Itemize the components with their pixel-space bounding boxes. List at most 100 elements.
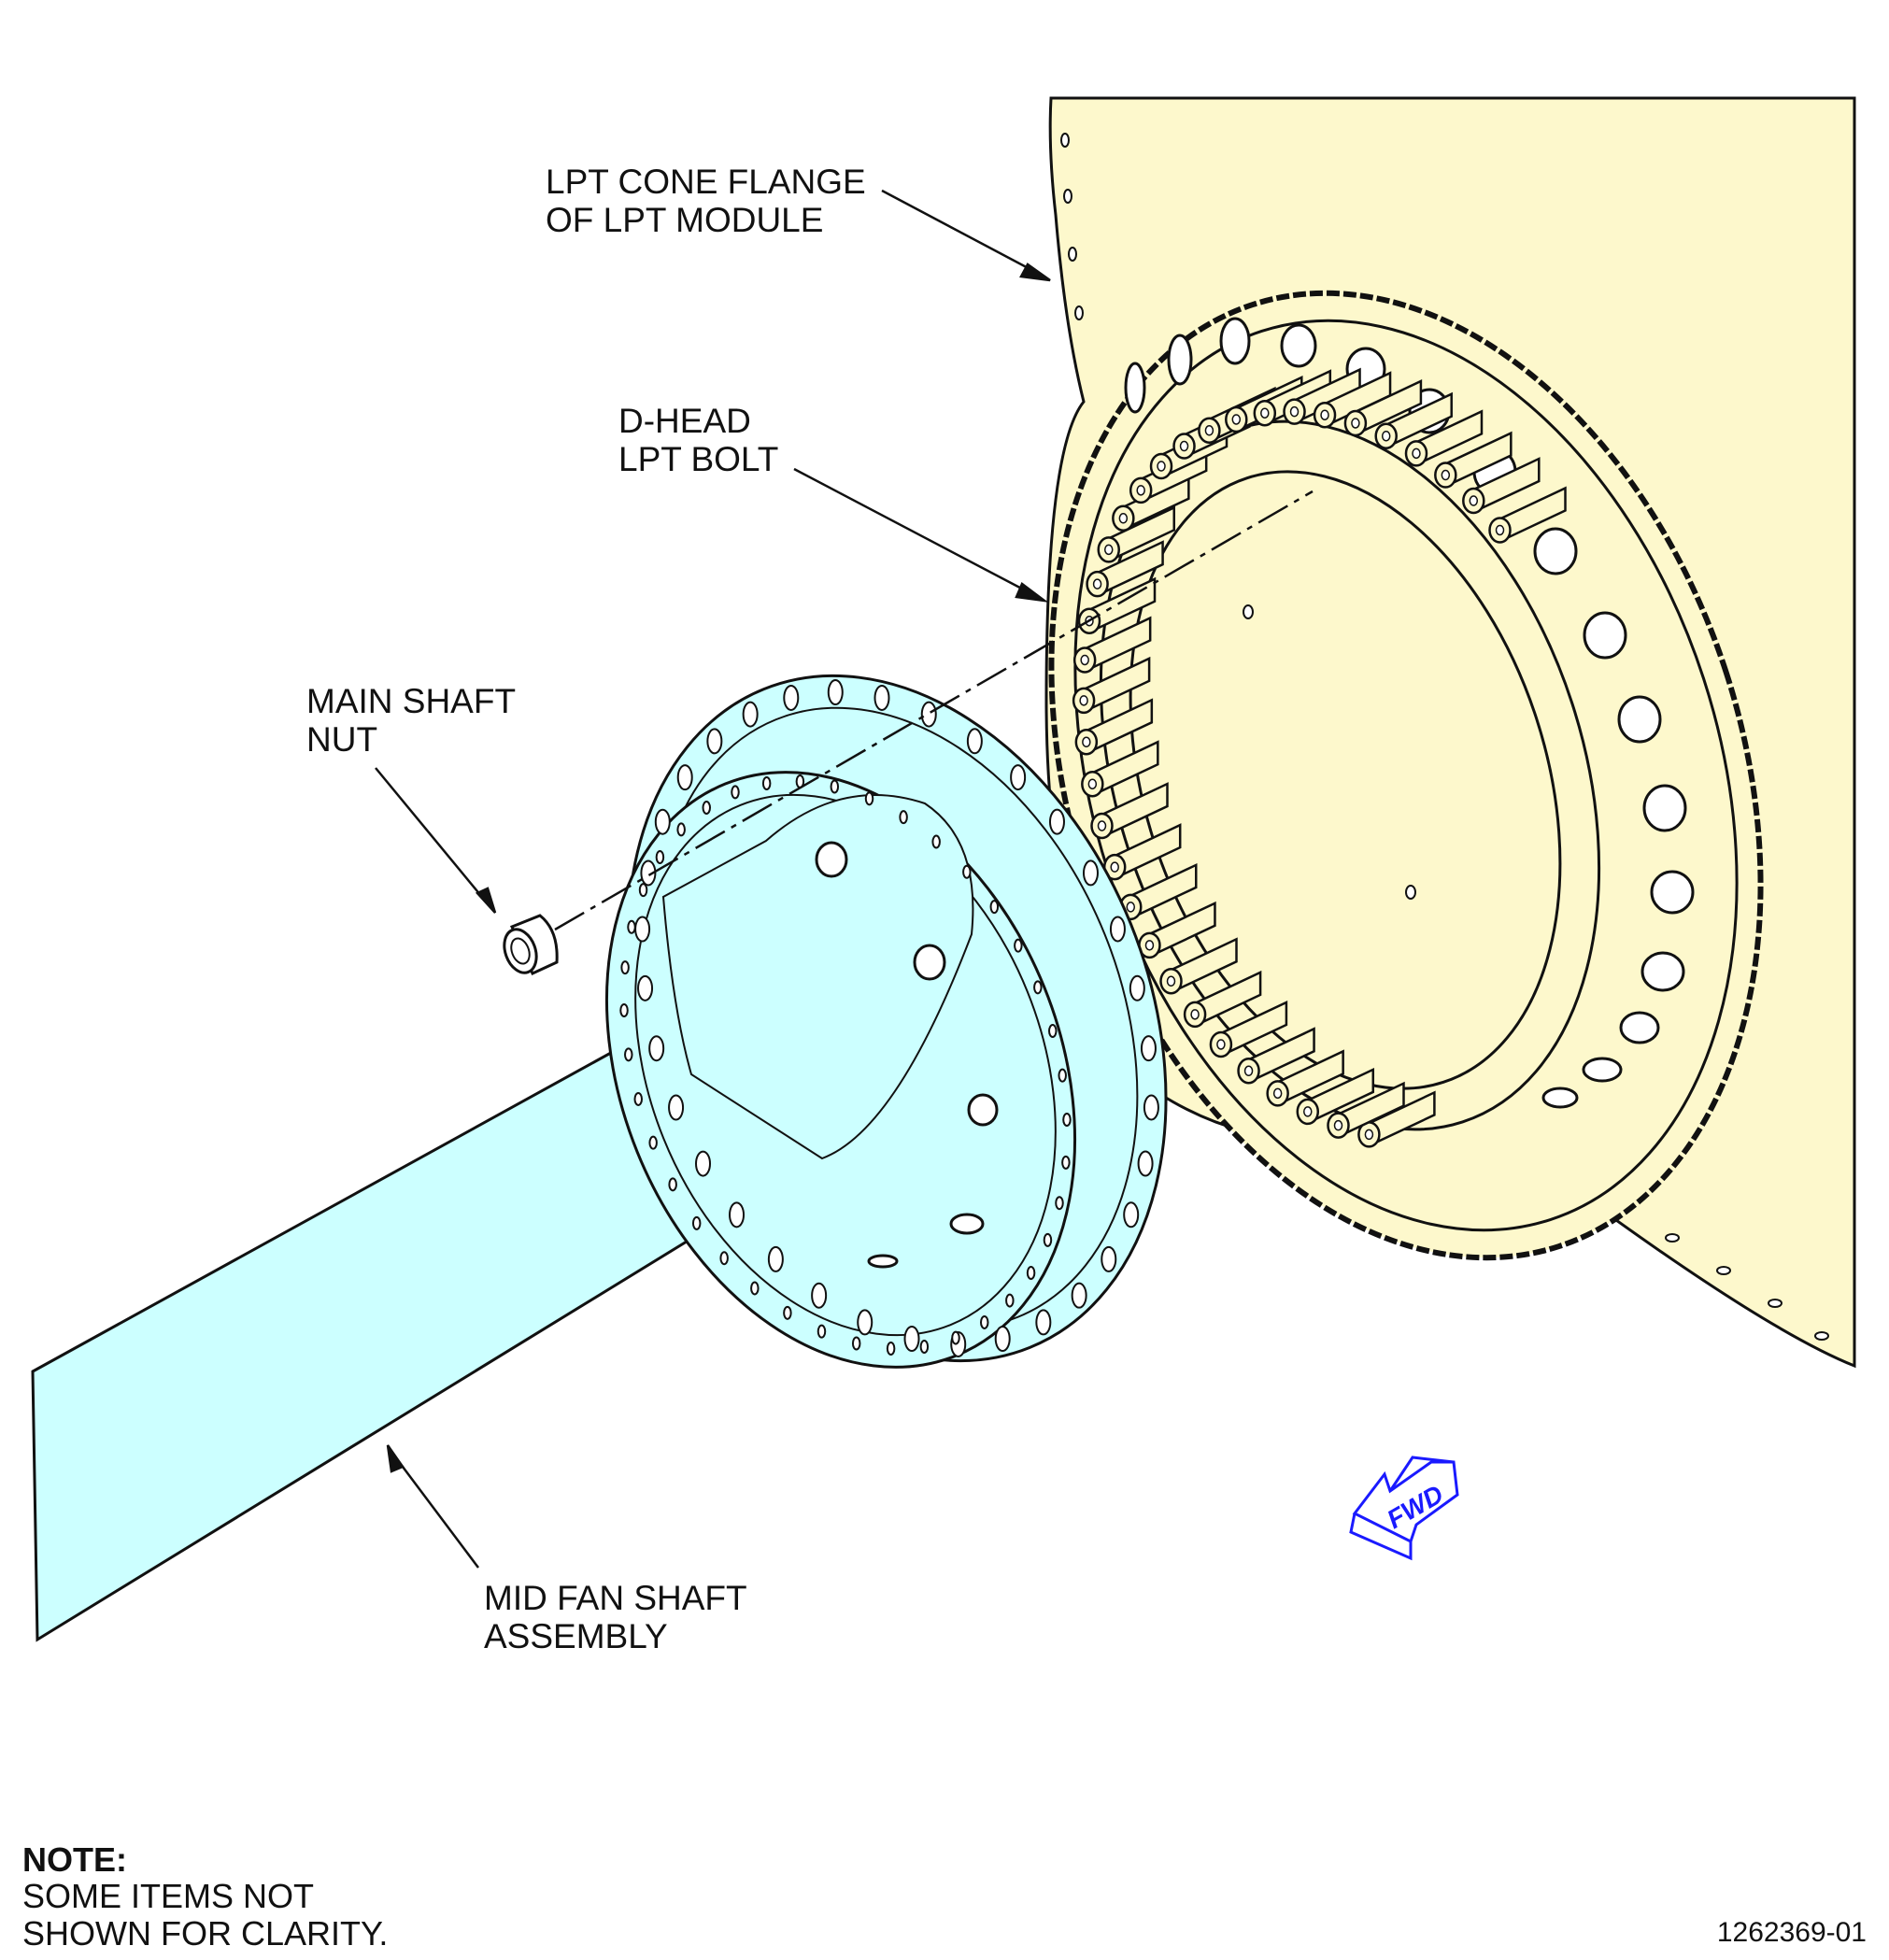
main-shaft-nut (503, 914, 559, 976)
flange-hole (691, 1215, 702, 1230)
flange-hole (1033, 980, 1043, 995)
d-head-bolt (1283, 367, 1361, 425)
flange-hole (624, 1047, 633, 1062)
flange-hole (1048, 1024, 1058, 1039)
flange-hole (962, 864, 972, 879)
callout-line: MAIN SHAFT (306, 682, 517, 720)
d-head-bolt (1209, 1001, 1288, 1058)
flange-hole (634, 916, 651, 943)
flange-hole (619, 1003, 629, 1018)
flange-hole (761, 776, 772, 791)
flange-hole (966, 728, 983, 755)
d-head-bolt (1488, 486, 1567, 544)
fwd-arrow-icon (1349, 1456, 1459, 1561)
flange-hole (695, 1150, 712, 1177)
d-head-bolt (1183, 970, 1262, 1029)
flange-hole (873, 684, 890, 711)
d-head-bolt (1138, 901, 1216, 959)
flange-hole (994, 1326, 1011, 1353)
flange-hole (640, 859, 657, 887)
flange-hole (633, 1091, 643, 1106)
callout-line: ASSEMBLY (484, 1617, 668, 1655)
flange-hole (1109, 916, 1126, 943)
flange-hole (1129, 974, 1145, 1001)
d-head-bolt (1081, 740, 1159, 798)
flange-hole (668, 1094, 685, 1121)
d-head-bolt (1327, 1081, 1405, 1139)
flange-hole (729, 1201, 746, 1229)
d-head-bolt (1112, 474, 1190, 533)
flange-hole (750, 1281, 760, 1296)
d-head-bolt (1462, 457, 1541, 515)
flange-hole (989, 900, 1000, 915)
d-head-bolt (1072, 656, 1151, 715)
d-head-bolt (1357, 1090, 1436, 1148)
flange-hole (719, 1251, 729, 1266)
d-head-bolt (1404, 409, 1484, 467)
flange-hole (1143, 1094, 1159, 1121)
flange-hole (627, 919, 636, 934)
flange-hole (1082, 859, 1099, 887)
flange-hole (1005, 1293, 1015, 1308)
flange-hole (1137, 1150, 1154, 1177)
d-head-bolt-array (1072, 367, 1567, 1148)
callout-line: MID FAN SHAFT (484, 1579, 747, 1617)
assembly-centerline (554, 490, 1314, 931)
note-heading: NOTE: (22, 1840, 127, 1879)
flange-hole (919, 1339, 930, 1354)
flange-hole (1062, 1112, 1072, 1127)
flange-hole (783, 684, 800, 711)
leader-lines (375, 189, 1051, 1569)
flange-hole (951, 1330, 960, 1345)
flange-hole (1123, 1201, 1140, 1229)
callout-mid-fan-shaft: MID FAN SHAFT ASSEMBLY (484, 1579, 747, 1655)
flange-hole (899, 810, 908, 825)
flange-hole (1071, 1282, 1087, 1309)
flange-hole (1058, 1068, 1067, 1083)
flange-hole (931, 834, 941, 849)
flange-hole (620, 960, 630, 975)
d-head-bolt (1296, 1067, 1375, 1126)
flange-hole (676, 764, 693, 791)
fan-flange-holes (619, 679, 1159, 1357)
lpt-flange-holes (1124, 317, 1695, 1109)
flange-hole (637, 974, 654, 1001)
flange-hole (979, 1314, 989, 1329)
d-head-bolt (1266, 1049, 1344, 1107)
flange-hole (811, 1282, 828, 1309)
callout-line: LPT CONE FLANGE (546, 163, 866, 201)
flange-hole (1014, 938, 1023, 953)
callout-line: LPT BOLT (618, 440, 779, 478)
d-head-bolt (1434, 431, 1513, 489)
flange-hole (886, 1341, 896, 1356)
d-head-bolt (1102, 823, 1182, 881)
flange-hole (1101, 1245, 1117, 1272)
flange-hole (827, 679, 844, 706)
flange-hole (648, 1035, 665, 1062)
flange-hole (731, 785, 740, 800)
flange-hole (668, 1177, 677, 1192)
callout-line: NUT (306, 720, 378, 759)
callout-line: OF LPT MODULE (546, 201, 824, 239)
d-head-bolt (1159, 937, 1238, 995)
flange-hole (1061, 1155, 1071, 1170)
flange-hole (1043, 1232, 1053, 1247)
callout-lpt-cone-flange: LPT CONE FLANGE OF LPT MODULE (546, 163, 866, 239)
callout-main-shaft-nut: MAIN SHAFT NUT (306, 682, 516, 759)
mid-fan-shaft-assembly (31, 674, 1168, 1642)
flange-hole (676, 822, 686, 837)
flange-hole (1026, 1265, 1036, 1280)
flange-hole (655, 850, 665, 865)
d-head-bolt (1072, 616, 1152, 674)
flange-hole (1140, 1035, 1157, 1062)
note-line-1: SOME ITEMS NOT (22, 1877, 315, 1915)
figure-number: 1262369-01 (1716, 1917, 1867, 1948)
flange-hole (830, 779, 840, 794)
flange-hole (864, 791, 874, 806)
lpt-module (1044, 96, 1856, 1369)
d-head-bolt (1086, 540, 1164, 598)
flange-hole (1048, 808, 1065, 835)
flange-hole (1055, 1196, 1064, 1211)
flange-hole (903, 1326, 920, 1353)
